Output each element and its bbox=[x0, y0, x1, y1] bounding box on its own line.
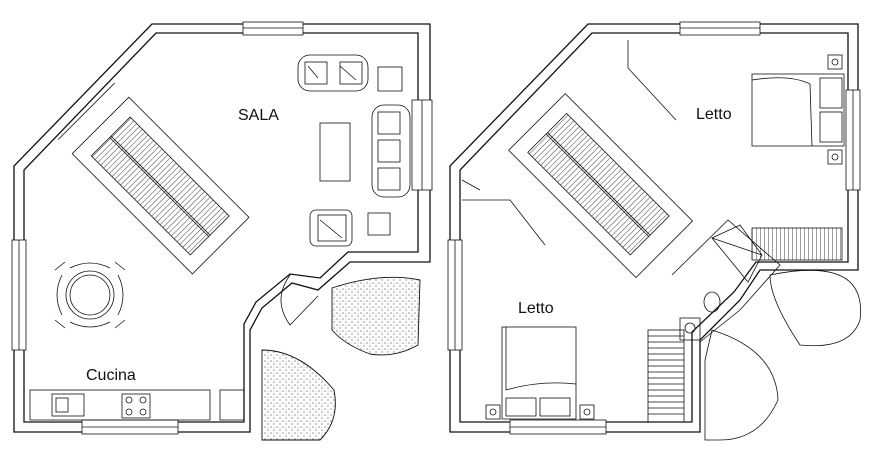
bed-upper bbox=[751, 54, 845, 165]
fridge bbox=[219, 389, 245, 421]
room-label-letto-lower: Letto bbox=[518, 300, 554, 317]
stove bbox=[121, 393, 151, 419]
sofa-right bbox=[371, 104, 411, 198]
ground-inner-wall bbox=[23, 32, 419, 423]
bed-lower bbox=[485, 326, 595, 420]
upper-floor-plan: Letto Letto bbox=[447, 21, 861, 441]
window-top bbox=[242, 21, 304, 36]
ground-floor-plan: SALA Cucina bbox=[11, 21, 433, 441]
balcony-right bbox=[769, 269, 861, 347]
side-table-bottom bbox=[367, 212, 391, 236]
ground-staircase bbox=[57, 82, 250, 275]
upper-staircase bbox=[508, 93, 694, 279]
planter-left bbox=[261, 349, 336, 441]
upper-partition-top bbox=[627, 40, 677, 121]
bath-sink bbox=[679, 317, 701, 341]
entry-door-swing bbox=[280, 274, 319, 326]
kitchen-counter bbox=[29, 389, 245, 421]
planter-right bbox=[331, 276, 421, 356]
coffee-table bbox=[319, 122, 351, 182]
balcony-bottom bbox=[704, 329, 779, 441]
side-table-top bbox=[377, 66, 403, 92]
room-label-letto-upper: Letto bbox=[696, 106, 732, 123]
armchair bbox=[309, 209, 353, 247]
dining-table bbox=[54, 261, 126, 329]
sink bbox=[51, 393, 85, 417]
upper-steps-right bbox=[751, 227, 843, 261]
ground-outer-wall bbox=[13, 23, 431, 433]
upper-window-top bbox=[679, 21, 761, 36]
sofa-top bbox=[297, 54, 369, 92]
room-label-sala: SALA bbox=[238, 107, 279, 124]
toilet bbox=[703, 291, 721, 313]
upper-partition-left bbox=[462, 199, 546, 246]
upper-steps-left bbox=[647, 329, 685, 423]
room-label-cucina: Cucina bbox=[86, 367, 136, 384]
